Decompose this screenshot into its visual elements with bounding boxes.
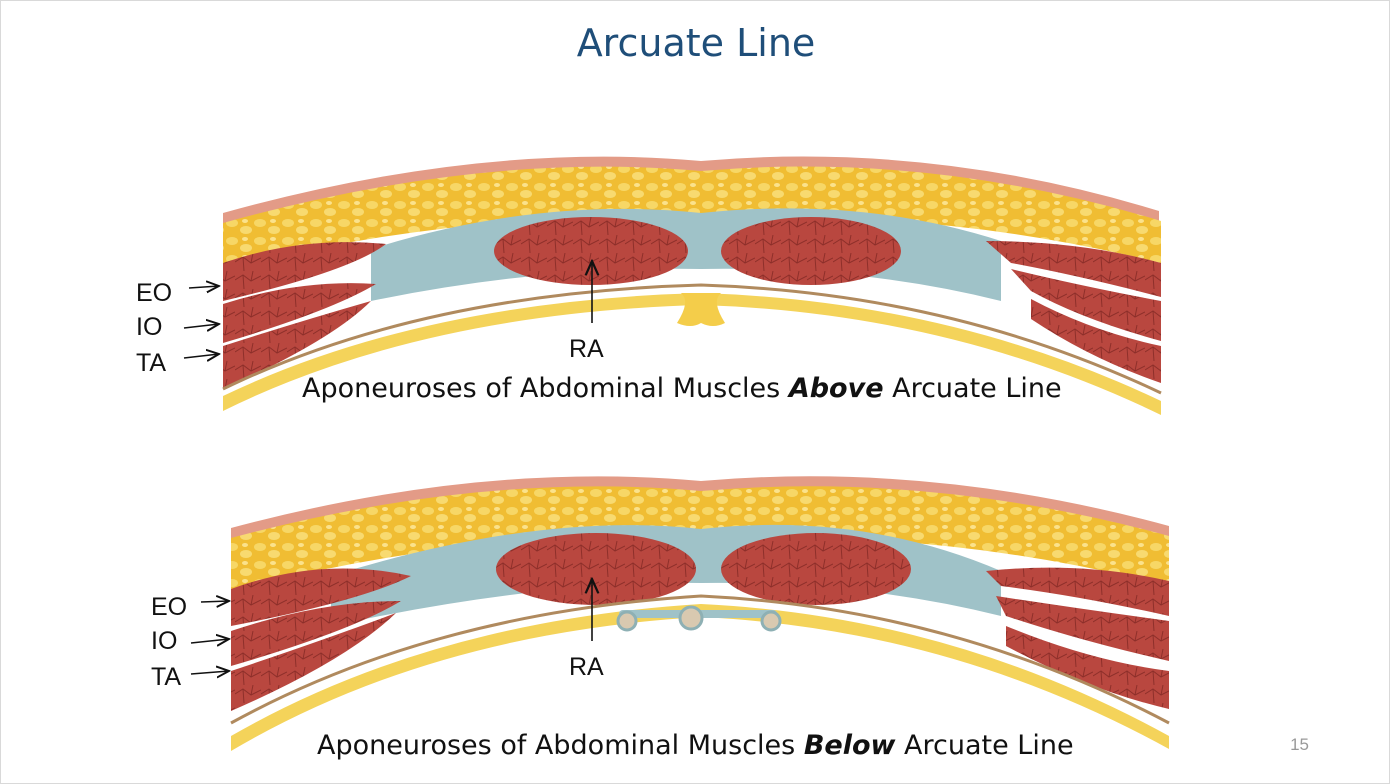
top-label-ta: TA	[136, 349, 167, 377]
top-right-ta-muscle	[1031, 299, 1161, 383]
top-linea-alba-projection	[677, 293, 725, 326]
bottom-label-io: IO	[151, 627, 178, 655]
top-caption: Aponeuroses of Abdominal Muscles Above A…	[302, 373, 1062, 404]
bottom-right-io-muscle	[996, 596, 1169, 661]
bottom-vessel-left	[616, 610, 638, 632]
top-label-io: IO	[136, 313, 163, 341]
top-cross-section	[183, 156, 1162, 415]
bottom-caption-after: Arcuate Line	[895, 730, 1074, 761]
top-label-ra: RA	[569, 335, 604, 363]
top-rectus-right	[721, 217, 901, 285]
bottom-cross-section	[190, 476, 1170, 751]
bottom-vessel-center	[678, 605, 704, 631]
bottom-right-ta-muscle	[1006, 626, 1169, 709]
top-left-io-muscle	[223, 283, 376, 343]
bottom-rectus-left	[496, 533, 696, 605]
top-caption-emphasis: Above	[788, 373, 884, 404]
bottom-left-eo-muscle	[231, 568, 411, 626]
top-deep-fascia	[223, 293, 1161, 415]
bottom-deep-fascia	[231, 604, 1169, 751]
slide-title: Arcuate Line	[576, 21, 816, 65]
bottom-caption-emphasis: Below	[803, 730, 896, 761]
top-left-eo-muscle	[223, 242, 386, 301]
bottom-right-eo-muscle	[986, 567, 1169, 616]
bottom-left-ta-muscle	[231, 613, 396, 711]
bottom-label-ra: RA	[569, 653, 604, 681]
bottom-caption-before: Aponeuroses of Abdominal Muscles	[317, 730, 804, 761]
page-number: 15	[1290, 735, 1309, 754]
bottom-label-eo: EO	[151, 593, 188, 621]
top-caption-before: Aponeuroses of Abdominal Muscles	[302, 373, 789, 404]
bottom-left-io-muscle	[231, 601, 401, 666]
bottom-caption: Aponeuroses of Abdominal Muscles Below A…	[317, 730, 1074, 761]
bottom-label-ta: TA	[151, 663, 182, 691]
top-label-eo: EO	[136, 279, 173, 307]
bottom-vessel-right	[760, 610, 782, 632]
top-caption-after: Arcuate Line	[883, 373, 1062, 404]
top-left-ta-muscle	[223, 301, 371, 389]
bottom-rectus-right	[721, 533, 911, 605]
top-rectus-left	[494, 217, 688, 285]
top-right-io-muscle	[1011, 269, 1161, 341]
top-right-eo-muscle	[986, 241, 1161, 297]
